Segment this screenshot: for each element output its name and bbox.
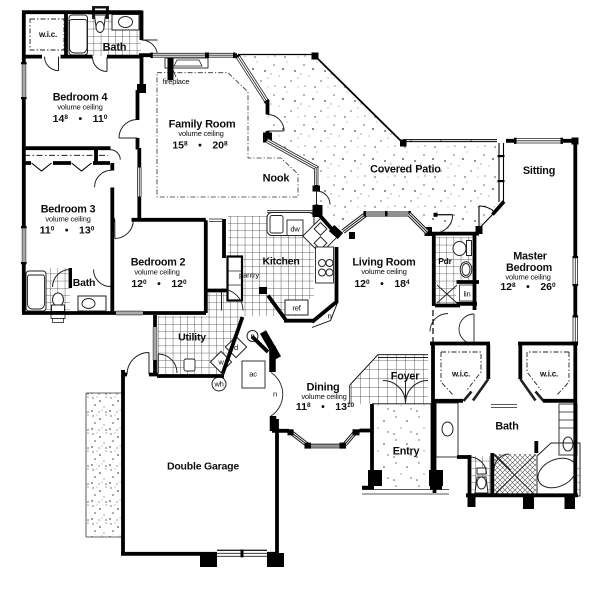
svg-text:wh: wh [213, 380, 223, 389]
svg-text:Double Garage: Double Garage [167, 461, 239, 473]
svg-text:Nook: Nook [263, 173, 291, 185]
svg-text:Foyer: Foyer [391, 371, 420, 383]
svg-text:Covered: Covered [370, 164, 412, 176]
svg-text:Bedroom 2: Bedroom 2 [131, 257, 186, 269]
svg-text:120 • 120: 120 • 120 [131, 278, 187, 290]
svg-text:w: w [217, 358, 224, 367]
svg-text:Utility: Utility [178, 332, 206, 344]
svg-text:pantry: pantry [239, 271, 259, 280]
svg-text:ref: ref [292, 304, 301, 313]
svg-text:148 • 110: 148 • 110 [53, 113, 108, 125]
svg-text:158 • 208: 158 • 208 [172, 140, 228, 152]
svg-text:128 • 260: 128 • 260 [500, 281, 556, 293]
svg-text:volume ceiling: volume ceiling [134, 268, 179, 277]
svg-text:Dining: Dining [306, 382, 339, 394]
svg-text:Bath: Bath [495, 421, 518, 433]
svg-text:Patio: Patio [415, 164, 441, 176]
svg-text:lin: lin [464, 290, 471, 299]
svg-text:Bedroom 3: Bedroom 3 [41, 204, 96, 216]
svg-text:volume ceiling: volume ceiling [178, 129, 223, 138]
svg-text:110 • 130: 110 • 130 [40, 225, 95, 237]
svg-text:w.i.c.: w.i.c. [451, 370, 470, 379]
svg-text:n: n [250, 332, 254, 341]
svg-text:Master: Master [513, 251, 548, 263]
svg-text:Pdr: Pdr [438, 256, 452, 266]
svg-text:118 • 1310: 118 • 1310 [296, 401, 355, 413]
svg-text:Entry: Entry [393, 446, 420, 458]
svg-text:w.i.c.: w.i.c. [539, 370, 558, 379]
svg-text:Sitting: Sitting [523, 165, 555, 177]
svg-text:n: n [273, 390, 277, 399]
svg-text:volume ceiling: volume ceiling [57, 103, 102, 112]
svg-text:Family Room: Family Room [169, 119, 236, 131]
svg-text:d: d [234, 343, 238, 352]
svg-text:volume ceiling: volume ceiling [361, 267, 406, 276]
svg-text:Bedroom: Bedroom [506, 262, 552, 274]
svg-text:Bedroom 4: Bedroom 4 [53, 92, 108, 104]
svg-text:Bath: Bath [73, 277, 96, 289]
svg-text:fireplace: fireplace [163, 77, 190, 86]
svg-text:dw: dw [290, 225, 300, 234]
svg-text:volume ceiling: volume ceiling [505, 273, 550, 282]
svg-text:Living Room: Living Room [352, 257, 415, 269]
svg-text:n: n [327, 312, 331, 321]
svg-text:Kitchen: Kitchen [262, 256, 299, 268]
svg-text:volume ceiling: volume ceiling [45, 215, 90, 224]
svg-text:volume ceiling: volume ceiling [301, 392, 346, 401]
svg-text:ac: ac [249, 370, 257, 379]
svg-text:Bath: Bath [103, 42, 127, 54]
svg-text:120 • 184: 120 • 184 [354, 278, 410, 290]
svg-text:w.i.c.: w.i.c. [38, 30, 57, 39]
